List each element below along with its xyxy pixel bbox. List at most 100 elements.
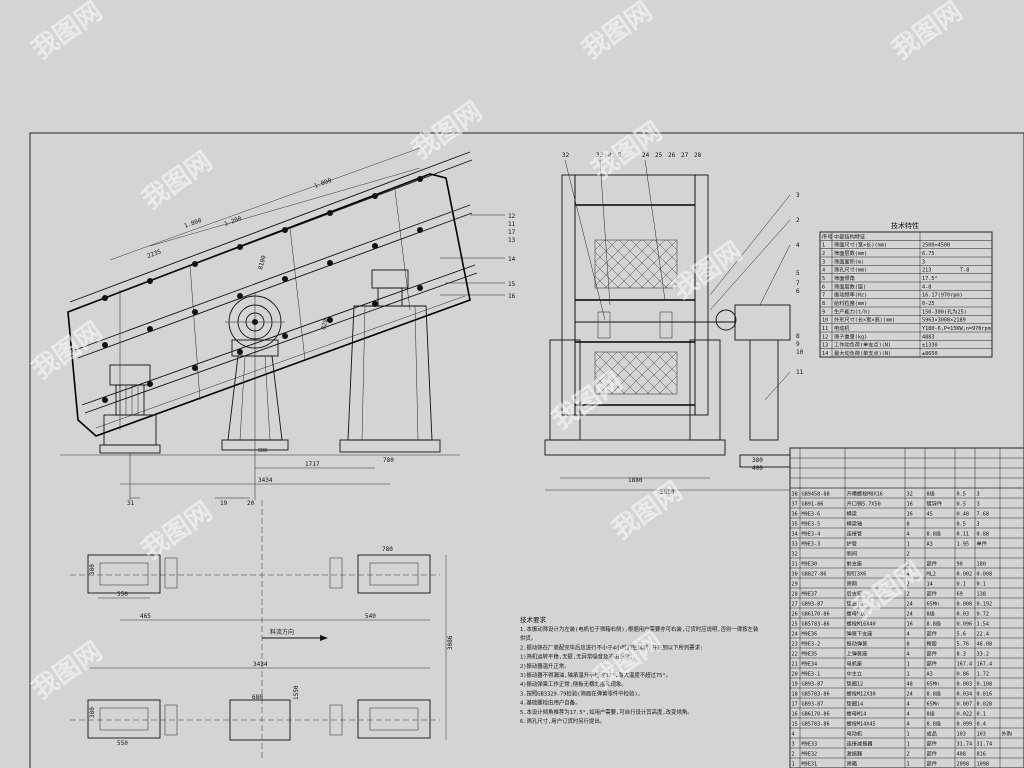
parts-cell: 筛网 [847,580,857,588]
watermark-text: 我图网 [887,0,968,66]
note-line: 6.筛孔尺寸,用户订货时另行提出。 [520,717,605,725]
spec-cell: 筛面倾角 [834,274,855,282]
spec-cell: 2 [822,251,825,257]
parts-cell: 8.8级 [927,690,942,698]
parts-cell: M9E3-2 [802,642,821,648]
parts-cell: 24 [907,602,913,608]
parts-cell: 8级 [927,490,935,498]
parts-cell: 螺栓M14X45 [847,720,876,728]
dim-3008: 3008 [660,489,675,496]
parts-cell: 23 [792,642,798,648]
front-callouts-right: 3 2 4 5 7 6 8 9 10 11 [709,192,804,401]
parts-cell: 0.11 [957,532,970,538]
parts-cell: 0.034 [957,692,973,698]
parts-cell: 0.4 [977,722,986,728]
parts-cell: 0.816 [977,692,993,698]
parts-cell: 167.4 [977,662,993,668]
callout-4: 4 [796,242,800,249]
parts-cell: M9E3-5 [802,522,821,528]
spec-cell: Y180-6,P=15KW,n=970rpm [922,326,991,332]
note-line: 2.振动筛在厂装配完毕后应进行不小于4小时的空运转,并达到以下所列要求: [520,643,703,651]
callout-8b: 8 [796,333,800,340]
parts-cell: GB5783-86 [802,622,830,628]
front-callouts-top: 32 33 8 9 24 25 26 27 28 [562,152,702,321]
spec-cell: 最大动负荷(单支点)(N) [834,349,891,357]
parts-cell: 16 [907,622,913,628]
parts-cell: 21 [792,662,798,668]
parts-cell: 1.54 [977,622,990,628]
dim-2235: 2235 [146,248,162,260]
parts-cell: M9E3-6 [802,512,821,518]
spec-cell: 9 [822,309,825,315]
callout-8: 8 [608,152,612,159]
parts-cell: ML2 [927,572,936,578]
parts-cell: 0.099 [957,722,973,728]
dim-400: 400 [752,465,763,472]
parts-cell: 30 [792,572,798,578]
fdn-dim-380-b: 380 [89,707,96,718]
parts-cell: 1 [907,762,910,768]
spec-cell: 3 [922,259,925,265]
parts-cell: 8.8级 [927,620,942,628]
parts-cell: 0.096 [957,622,973,628]
parts-cell: 4 [792,732,795,738]
dim-780: 780 [383,457,394,464]
parts-cell: 8级 [927,610,935,618]
spec-cell: 生产能力(t/h) [834,307,870,315]
dim-1800-b: 1.800 [183,217,203,230]
parts-cell: 29 [792,582,798,588]
parts-cell: 后支座 [847,590,863,598]
callout-19: 19 [220,500,228,507]
parts-cell: 0.03 [957,612,970,618]
parts-cell: 103 [957,732,966,738]
spec-header-cell: 序号 [822,232,832,240]
callout-6: 6 [796,288,800,295]
parts-cell: 16 [792,712,798,718]
parts-cell: 螺母M16 [847,610,867,618]
parts-cell: 0.002 [957,572,973,578]
spec-cell: 4-8 [922,284,931,290]
dim-820: 820 [320,318,330,331]
parts-cell: 3 [977,522,980,528]
spec-cell: 外形尺寸(长×宽×高)(mm) [834,316,895,324]
spec-header-cell: 中部结构特征 [834,232,865,240]
parts-cell: 3 [977,502,980,508]
parts-cell: 28 [792,592,798,598]
parts-cell: 0.008 [957,602,973,608]
parts-cell: M9E31 [802,762,818,768]
parts-cell: 19 [792,682,798,688]
parts-cell: 螺母M14 [847,710,867,718]
parts-cell: 32 [792,552,798,558]
dim-1717: 1717 [305,461,320,468]
callout-16: 16 [508,293,516,300]
parts-cell: 65Mn [927,702,940,708]
callout-27: 27 [681,152,689,159]
callout-14: 14 [508,256,516,263]
callout-17: 17 [508,229,516,236]
spec-cell: 17.5° [922,276,938,282]
note-line: 4.基础螺栓由用户自备。 [520,699,580,707]
parts-cell: 4 [907,702,910,708]
spec-cell: 给料粒度(mm) [834,299,867,307]
parts-cell: GB93-87 [802,702,824,708]
dim-3434: 3434 [258,477,273,484]
parts-cell: 46.08 [977,642,993,648]
callout-7: 7 [796,280,800,287]
parts-cell: 筛箱 [847,760,857,768]
watermark-text: 我图网 [577,0,658,66]
note-line: 3)振动器不得漏油,轴承温升不超过37°,最大温度不超过75°。 [520,671,671,679]
parts-cell: 3 [792,742,795,748]
parts-cell: 垫圈12 [847,680,864,688]
parts-cell: GB5783-86 [802,722,830,728]
spec-cell: 3 [822,259,825,265]
parts-cell: 部件 [927,660,937,668]
parts-cell: 16 [907,502,913,508]
fdn-dim-680: 680 [252,694,263,701]
callout-5: 5 [796,270,800,277]
parts-cell: 31 [792,562,798,568]
parts-cell: 2098 [957,762,970,768]
deck-bolts [102,176,423,403]
front-view: 1880 3008 400 380 32 33 8 9 24 25 26 27 … [544,152,804,496]
callout-11b: 11 [796,369,804,376]
parts-cell: 侧间 [847,550,857,558]
